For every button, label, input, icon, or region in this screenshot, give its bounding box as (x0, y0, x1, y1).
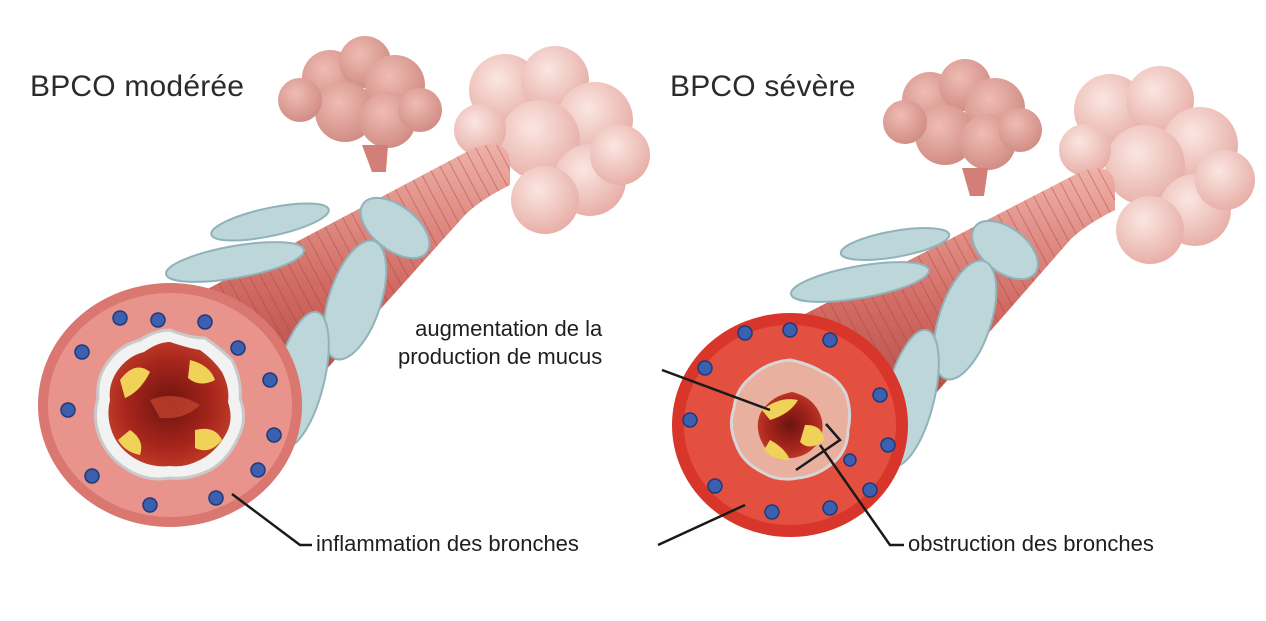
leader-mucus-bracket (795, 423, 842, 472)
title-severe: BPCO sévère (670, 70, 856, 103)
label-mucus-line1: augmentation de la (415, 316, 603, 341)
leader-inflammation (231, 493, 312, 547)
leader-obstruction (818, 444, 904, 547)
label-inflammation: inflammation des bronches (316, 531, 579, 556)
label-obstruction: obstruction des bronches (908, 531, 1154, 556)
alveoli-cluster-small-severe (883, 59, 1042, 196)
alveoli-cluster-small (278, 36, 442, 172)
severe-cross-section (672, 313, 908, 537)
mucous-glands-severe (682, 322, 896, 520)
cartilage-rings-severe (790, 219, 1039, 468)
leader-mucus (661, 368, 771, 412)
leader-inflammation-severe (657, 503, 746, 547)
alveoli-cluster-large (454, 46, 650, 234)
moderate-cross-section (38, 283, 302, 527)
severe-bronchus (672, 59, 1255, 537)
label-mucus-line2: production de mucus (398, 344, 603, 369)
label-mucus: augmentation de la production de mucus (398, 315, 602, 371)
leader-lines (231, 368, 904, 547)
alveoli-cluster-large-severe (1059, 66, 1255, 264)
title-moderate: BPCO modérée (30, 70, 245, 103)
moderate-bronchus (38, 36, 650, 527)
mucous-glands (60, 310, 282, 513)
